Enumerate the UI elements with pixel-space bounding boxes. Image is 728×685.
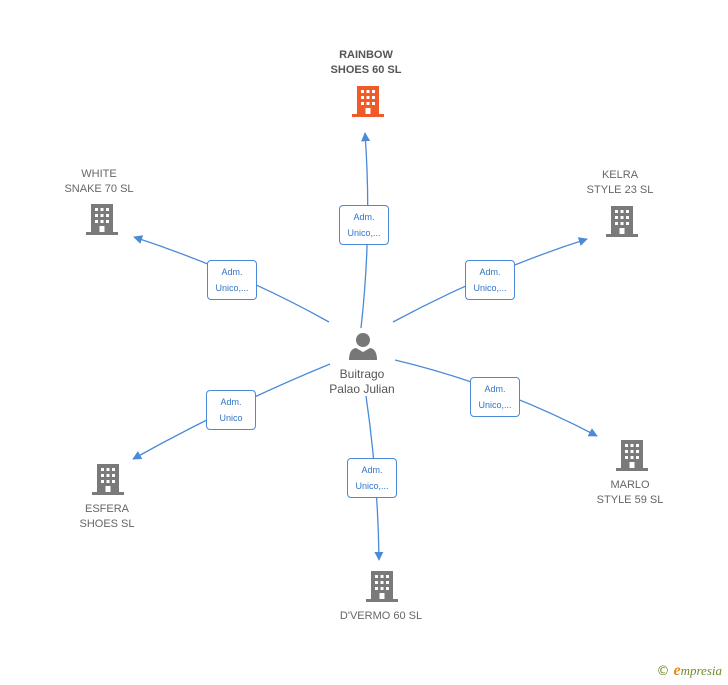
building-icon-esfera[interactable] — [92, 464, 124, 495]
edge-label-esfera[interactable]: Adm. Unico — [206, 390, 256, 430]
brand-logo-initial: e — [673, 662, 681, 679]
building-icon-white[interactable] — [86, 204, 118, 235]
edge-label-rainbow[interactable]: Adm. Unico,... — [339, 205, 389, 245]
building-icon-kelra[interactable] — [606, 206, 638, 237]
building-icon-rainbow[interactable] — [352, 86, 384, 117]
edge-label-marlo[interactable]: Adm. Unico,... — [470, 377, 520, 417]
company-label-kelra[interactable]: KELRA STYLE 23 SL — [586, 169, 654, 196]
person-label[interactable]: Buitrago Palao Julian — [329, 367, 395, 396]
edge-label-kelra[interactable]: Adm. Unico,... — [465, 260, 515, 300]
building-icon-dvermo[interactable] — [366, 571, 398, 602]
copyright-icon: © — [656, 664, 670, 679]
brand-footer[interactable]: ©empresia — [656, 662, 722, 680]
building-icon-marlo[interactable] — [616, 440, 648, 471]
company-label-white[interactable]: WHITE SNAKE 70 SL — [64, 168, 134, 195]
company-label-marlo[interactable]: MARLO STYLE 59 SL — [596, 479, 664, 506]
brand-logo-text: mpresia — [680, 663, 722, 678]
company-label-esfera[interactable]: ESFERA SHOES SL — [79, 503, 135, 530]
person-icon[interactable] — [349, 333, 377, 360]
edge-label-white[interactable]: Adm. Unico,... — [207, 260, 257, 300]
edge-label-dvermo[interactable]: Adm. Unico,... — [347, 458, 397, 498]
company-label-dvermo[interactable]: D'VERMO 60 SL — [339, 610, 423, 622]
company-label-rainbow[interactable]: RAINBOW SHOES 60 SL — [330, 49, 402, 76]
